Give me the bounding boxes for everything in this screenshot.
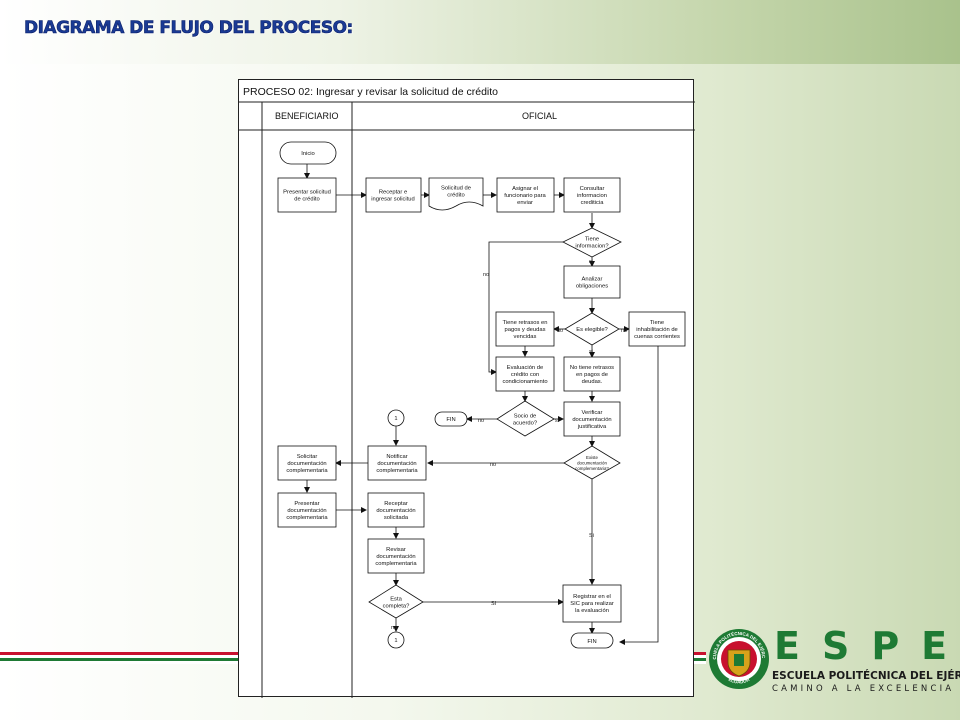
- node-solicitar-documentacion: [277, 445, 337, 481]
- label-conector-bottom: 1: [394, 638, 397, 644]
- edge-label-no-elegible-right: no: [621, 328, 627, 334]
- label-es-elegible: Es elegible?: [576, 327, 608, 333]
- edge-label-no-informacion: no: [483, 272, 489, 278]
- node-conector-bottom: [387, 631, 405, 649]
- node-es-elegible: [564, 312, 620, 346]
- logo-letters: ESPE: [774, 624, 960, 668]
- node-revisar-documentacion: [367, 538, 425, 574]
- edge-label-no-existe: no: [490, 462, 496, 468]
- edge-label-no-completa: no: [391, 625, 397, 631]
- node-registrar-sic: [562, 584, 622, 623]
- flowchart-edges: [304, 164, 659, 645]
- node-fin-2: [570, 632, 614, 649]
- node-conector-top: [387, 409, 405, 427]
- edge-label-si-existe: Si: [589, 533, 594, 539]
- node-no-tiene-retrasos: [563, 356, 621, 392]
- node-esta-completa: [368, 584, 424, 619]
- node-presentar-solicitud: [277, 177, 337, 213]
- node-solicitud-credito: [428, 177, 484, 211]
- edge-label-si-socio: si: [555, 418, 559, 424]
- node-asignar-funcionario: [496, 177, 555, 213]
- label-fin-1: FIN: [446, 417, 455, 423]
- label-fin-2: FIN: [587, 639, 596, 645]
- node-presentar-documentacion: [277, 492, 337, 528]
- node-receptar-documentacion: [367, 492, 425, 528]
- flowchart: PROCESO 02: Ingresar y revisar la solici…: [238, 79, 695, 698]
- institution-motto: CAMINO A LA EXCELENCIA: [772, 684, 955, 694]
- edge-label-si-completa: SI: [491, 601, 497, 607]
- node-tiene-retrasos: [495, 311, 555, 347]
- label-conector-top: 1: [394, 416, 397, 422]
- node-socio-acuerdo: [496, 400, 555, 437]
- institution-name: ESCUELA POLITÉCNICA DEL EJÉRCITO: [772, 670, 960, 682]
- node-tiene-informacion: [562, 227, 622, 258]
- seal-bottom-text: ECUADOR: [728, 676, 751, 684]
- node-evaluacion-credito: [495, 356, 555, 392]
- node-inicio: [279, 141, 337, 165]
- page-title: DIAGRAMA DE FLUJO DEL PROCESO:: [24, 18, 354, 39]
- process-title: PROCESO 02: Ingresar y revisar la solici…: [243, 86, 498, 98]
- node-consultar-informacion: [563, 177, 621, 213]
- lane-headers: BENEFICIARIO OFICIAL: [239, 111, 695, 131]
- node-tiene-inhabilitacion: [628, 311, 686, 347]
- node-fin-1: [434, 411, 468, 427]
- edge-label-no-elegible: no: [557, 328, 563, 334]
- edge-label-si-informacion: si: [589, 259, 593, 265]
- node-receptar-ingresar: [365, 177, 422, 213]
- lane-label-oficial: OFICIAL: [522, 111, 557, 121]
- flowchart-svg: PROCESO 02: Ingresar y revisar la solici…: [239, 86, 695, 698]
- edge-label-si-elegible: si: [589, 349, 593, 355]
- node-notificar-documentacion: [367, 445, 427, 481]
- espe-seal-icon: ESCUELA POLITÉCNICA DEL EJÉRCITO ECUADOR: [708, 626, 769, 689]
- node-analizar-obligaciones: [563, 265, 621, 299]
- edge-labels: no si no si no no si no Si SI no: [391, 259, 627, 631]
- flowchart-nodes: [277, 141, 686, 649]
- node-existe-documentacion: [563, 445, 621, 480]
- svg-text:ECUADOR: ECUADOR: [728, 676, 751, 684]
- label-inicio: Inicio: [301, 151, 315, 157]
- node-verificar-documentacion: [563, 401, 621, 437]
- lane-label-beneficiario: BENEFICIARIO: [275, 111, 339, 121]
- edge-label-no-socio: no: [478, 418, 484, 424]
- header-band: [0, 0, 960, 64]
- process-header: PROCESO 02: Ingresar y revisar la solici…: [239, 86, 695, 103]
- espe-logo: ESCUELA POLITÉCNICA DEL EJÉRCITO ECUADOR…: [708, 624, 960, 696]
